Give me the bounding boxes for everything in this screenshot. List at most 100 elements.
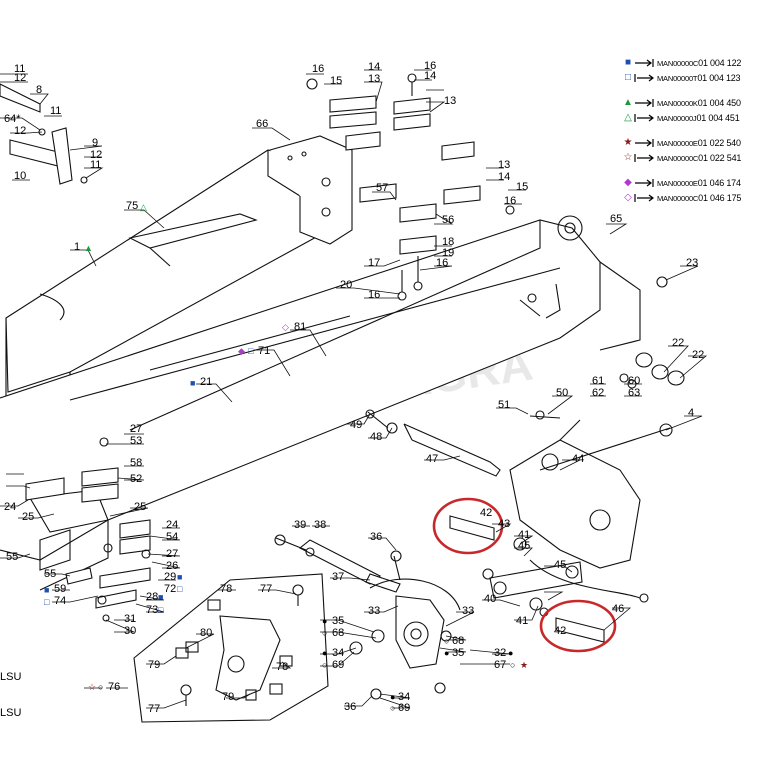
arrow-to-bar-icon <box>635 98 654 107</box>
callout: 31 <box>124 613 136 625</box>
callout: 75 <box>126 200 138 212</box>
callout: 71 <box>258 345 270 357</box>
marker-diamond-outline: ◇ <box>282 322 289 332</box>
callout: 54 <box>166 531 178 543</box>
legend-symbol: ☆ <box>623 151 633 163</box>
callout: 24 <box>166 519 178 531</box>
callout: 81 <box>294 321 306 333</box>
marker-circle-filled: ● <box>508 648 513 658</box>
callout: 16 <box>424 60 436 72</box>
callout: 13 <box>498 159 510 171</box>
legend-row: □ MAN00000T01 004 123 <box>623 70 769 85</box>
callout: 47 <box>426 453 438 465</box>
callout: 22 <box>692 349 704 361</box>
callout: 26 <box>166 560 178 572</box>
legend-symbol: ◆ <box>624 176 632 188</box>
legend-code: MAN00000C01 022 541 <box>657 152 742 163</box>
callout: 41 <box>516 615 528 627</box>
callout: 33 <box>368 605 380 617</box>
marker-star-outline: ☆ <box>88 682 96 692</box>
highlight-marks <box>432 497 617 653</box>
telescopic-boom <box>0 219 601 561</box>
callout: 9 <box>92 137 98 149</box>
callout: 69 <box>332 659 344 671</box>
marker-circle-outline: ○ <box>98 682 103 692</box>
legend-row: ■ MAN00000C01 004 122 <box>623 55 769 70</box>
callout: 30 <box>124 625 136 637</box>
callout: 36 <box>370 531 382 543</box>
marker-circle-filled: ● <box>322 616 327 626</box>
callout: 28 <box>146 591 158 603</box>
callout: 79 <box>222 691 234 703</box>
callout: 35 <box>452 647 464 659</box>
callout: 18 <box>442 236 454 248</box>
callout: 10 <box>14 170 26 182</box>
callout: 52 <box>130 473 142 485</box>
callout: 34 <box>398 691 410 703</box>
callout: 64* <box>4 113 21 125</box>
marker-square-outline: □ <box>44 597 50 607</box>
callout: 73 <box>146 604 158 616</box>
callout: 45 <box>554 559 566 571</box>
callout: 40 <box>484 593 496 605</box>
callout: 49 <box>350 419 362 431</box>
callout: 53 <box>130 435 142 447</box>
legend-row: ◆ MAN00000E01 046 174 <box>623 175 769 190</box>
callout: 78 <box>276 661 288 673</box>
callout: 38 <box>314 519 326 531</box>
callout: 17 <box>368 257 380 269</box>
marker-square-filled: ■ <box>177 572 182 582</box>
callout: 21 <box>200 376 212 388</box>
bar-to-arrow-icon <box>634 193 654 202</box>
callout: 20 <box>340 279 352 291</box>
callout: 34 <box>332 647 344 659</box>
callout: 22 <box>672 337 684 349</box>
callout: 33 <box>462 605 474 617</box>
marker-square-outline: □ <box>177 584 183 594</box>
callout: 25 <box>134 501 146 513</box>
callout: 44 <box>572 453 584 465</box>
callout: 79 <box>148 659 160 671</box>
callout: 16 <box>504 195 516 207</box>
legend-symbol: ★ <box>623 136 633 148</box>
marker-circle-filled: ● <box>390 692 395 702</box>
callout: 60 <box>628 375 640 387</box>
callout: 50 <box>556 387 568 399</box>
callout: 76 <box>108 681 120 693</box>
callout: 29 <box>164 571 176 583</box>
callout: 4 <box>688 407 694 419</box>
marker-circle-outline: ○ <box>322 628 327 638</box>
callout: 51 <box>498 399 510 411</box>
marker-star-filled: ★ <box>520 660 528 670</box>
legend-symbol: ◇ <box>624 191 632 203</box>
drawing-lines <box>0 73 685 723</box>
marker-circle-outline: ○ <box>444 636 449 646</box>
callout: 14 <box>498 171 510 183</box>
callout: 12 <box>90 149 102 161</box>
legend-row: ◇ MAN00000C01 046 175 <box>623 190 769 205</box>
callout: 77 <box>260 583 272 595</box>
bar-to-arrow-icon <box>634 113 654 122</box>
legend-symbol: □ <box>624 71 632 83</box>
marker-circle-outline: ○ <box>322 660 327 670</box>
callout: 61 <box>592 375 604 387</box>
callout: 16 <box>368 289 380 301</box>
marker-square-outline: □ <box>248 346 254 356</box>
bar-to-arrow-icon <box>634 73 654 82</box>
marker-square-outline: □ <box>158 605 164 615</box>
callout: 48 <box>370 431 382 443</box>
variant-markers: ▲ △ ◇ ◆ □ ■ ■ □ ■ ■ □ □ ☆ ○ ○ ★ ● ● ○ ● … <box>44 202 528 713</box>
callout: 68 <box>332 627 344 639</box>
callout: 67 <box>494 659 506 671</box>
callout: 13 <box>444 95 456 107</box>
callout: 43 <box>498 518 510 530</box>
arrow-to-bar-icon <box>635 58 654 67</box>
highlight-pin-42-upper <box>432 497 504 555</box>
callout: 46 <box>612 603 624 615</box>
callout: 11 <box>50 105 61 117</box>
callout: 12 <box>14 72 26 84</box>
callout: 11 <box>90 159 101 171</box>
legend-code: MAN00000E01 046 174 <box>657 177 741 188</box>
callout-labels: 11 12 8 64* 11 12 9 12 11 10 16 15 14 13… <box>0 60 704 719</box>
